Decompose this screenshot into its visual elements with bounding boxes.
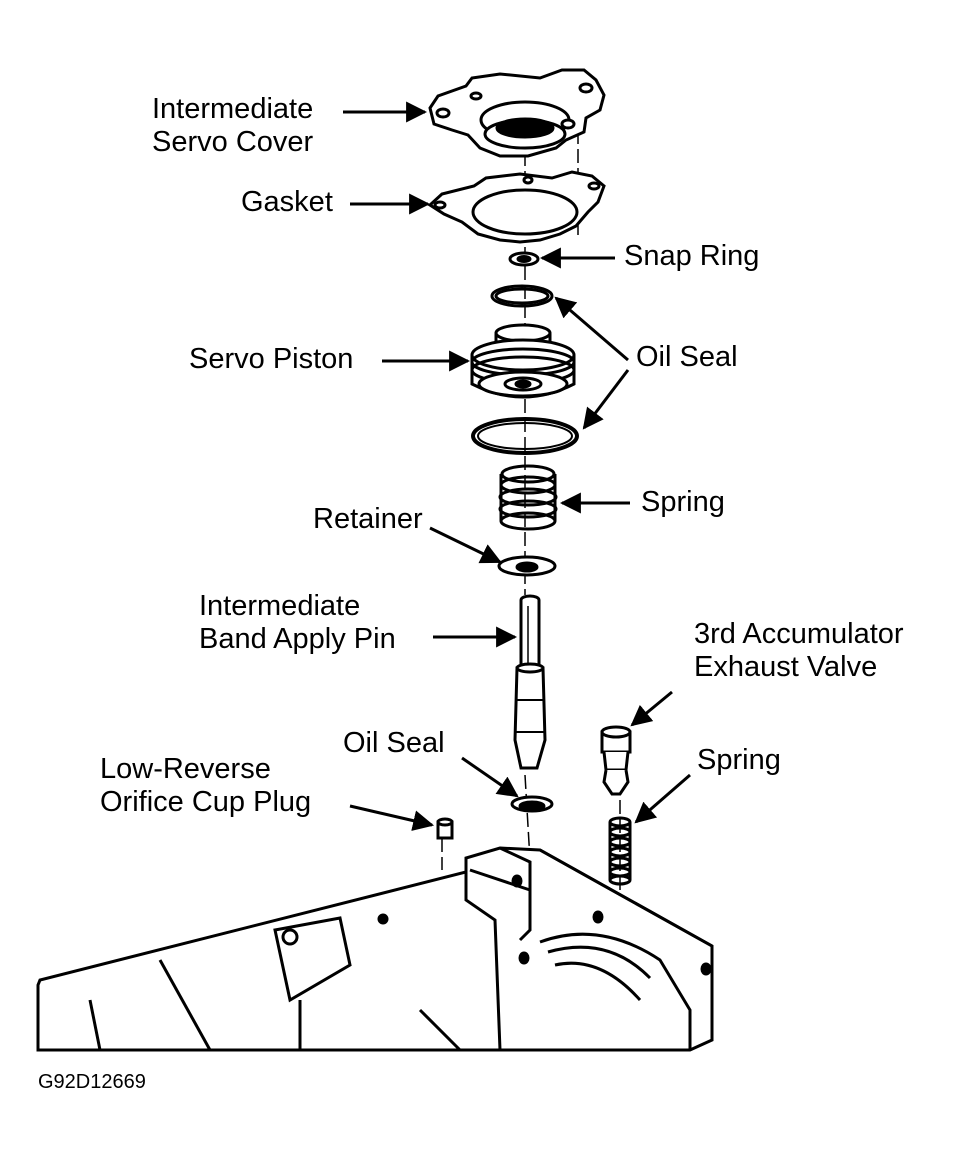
label-oil-seal-lower: Oil Seal [343,727,445,759]
label-line: Exhaust Valve [694,651,878,683]
label-line: 3rd Accumulator [694,618,904,650]
exhaust-valve-part [600,725,632,796]
label-snap-ring: Snap Ring [624,240,760,272]
gasket-part [427,170,606,244]
label-gasket: Gasket [241,186,333,218]
servo-cover-part [428,68,606,158]
label-line: Intermediate [199,590,361,622]
label-retainer: Retainer [313,503,423,535]
snap-ring-part [508,251,540,267]
label-intermediate-band-apply-pin: Intermediate Band Apply Pin [199,590,396,656]
transmission-case-part [36,846,714,1052]
label-spring-upper: Spring [641,486,725,518]
band-apply-pin-part [513,594,547,770]
spring-upper-part [498,464,558,531]
label-3rd-accumulator-exhaust-valve: 3rd Accumulator Exhaust Valve [694,618,904,684]
label-line: Low-Reverse [100,753,271,785]
spring-lower-part [608,816,632,886]
label-low-reverse-orifice-cup-plug: Low-Reverse Orifice Cup Plug [100,753,311,819]
label-line: Intermediate [152,93,314,125]
label-line: Orifice Cup Plug [100,786,312,818]
callout-arrows [343,101,691,831]
servo-piston-part [470,323,576,399]
oil-seal-bottom-part [510,795,554,813]
label-spring-lower: Spring [697,744,781,776]
label-servo-piston: Servo Piston [189,343,354,375]
label-line: Servo Cover [152,126,314,158]
oil-seal-lower-part [471,417,579,455]
retainer-part [497,555,557,577]
label-intermediate-servo-cover: Intermediate Servo Cover [152,93,313,159]
oil-seal-upper-part [490,284,554,308]
figure-code: G92D12669 [38,1071,146,1093]
cup-plug-part [436,817,454,840]
label-oil-seal-upper: Oil Seal [636,341,738,373]
label-line: Band Apply Pin [199,623,396,655]
